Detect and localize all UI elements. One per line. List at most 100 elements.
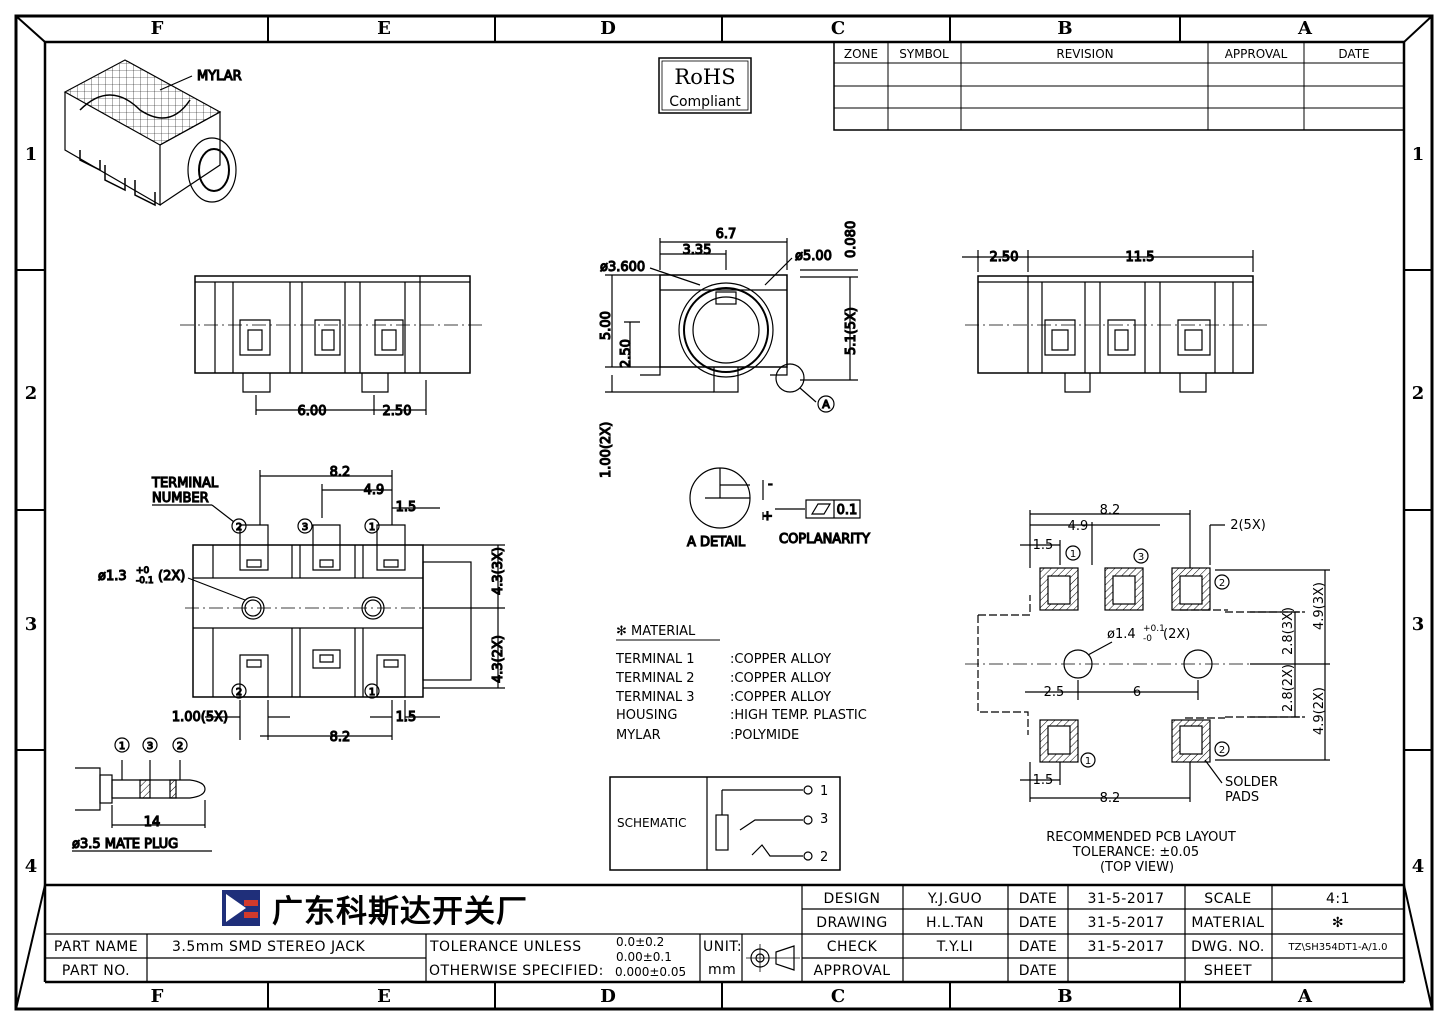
schematic-pin: 2 [820, 850, 828, 865]
date-value: 31-5-2017 [1088, 939, 1165, 955]
dim-text: 2.8(3X) [1281, 607, 1296, 655]
zone-number: 3 [25, 614, 38, 635]
pcb-tolerance: TOLERANCE: ±0.05 [1072, 845, 1199, 860]
part-name-label: PART NAME [54, 939, 138, 955]
dim-text: 4.9 [1068, 519, 1089, 534]
dim-text: -0.1 [136, 576, 154, 586]
pcb-view: (TOP VIEW) [1100, 860, 1174, 875]
date-label: DATE [1019, 963, 1057, 979]
date-value: 31-5-2017 [1088, 891, 1165, 907]
date-label: DATE [1019, 939, 1057, 955]
zone-letter: F [151, 986, 164, 1007]
material-part: HOUSING [616, 708, 677, 723]
schematic-pin: 3 [820, 812, 828, 827]
dim-text: 6.7 [716, 227, 737, 242]
material-value: :HIGH TEMP. PLASTIC [730, 708, 867, 723]
terminal-callout: 3 [302, 522, 308, 533]
terminal-number-label: TERMINAL [151, 476, 219, 491]
part-no-label: PART NO. [62, 963, 130, 979]
dim-text: ø3.600 [600, 260, 645, 275]
pad-callout: 1 [1070, 549, 1076, 560]
tolerance-value: 0.000±0.05 [615, 965, 686, 979]
terminal-number-label: NUMBER [152, 491, 209, 506]
meta-value: 4:1 [1326, 891, 1350, 907]
dim-text: 4.9 [364, 483, 385, 498]
revision-header: SYMBOL [899, 47, 949, 61]
dim-text: ø5.00 [795, 249, 832, 264]
projection-symbol-icon [746, 944, 800, 972]
zone-number: 2 [1412, 383, 1425, 404]
dim-text: +0.1 [1143, 624, 1165, 634]
dim-text: 1.5 [396, 710, 417, 725]
material-part: TERMINAL 3 [615, 690, 695, 705]
zone-letter: A [1297, 986, 1313, 1007]
dim-text: 8.2 [330, 730, 351, 745]
zone-number: 2 [25, 383, 38, 404]
date-label: DATE [1019, 915, 1057, 931]
terminal-callout: 1 [369, 522, 375, 533]
zone-letter: D [600, 18, 616, 39]
schematic-label: SCHEMATIC [617, 816, 686, 830]
zone-letter: A [1297, 18, 1313, 39]
bottom-view: 8.2 4.9 1.5 ø1.3 +0 -0.1 (2X) 4.3(3X) 4.… [97, 464, 506, 745]
detail-ref-label: A [822, 398, 830, 411]
dim-text: 2(5X) [1230, 518, 1266, 533]
plug-callout: 2 [177, 741, 183, 752]
dim-text: 8.2 [1100, 791, 1121, 806]
zone-letter: B [1057, 18, 1072, 39]
coplanarity-value: 0.1 [837, 503, 858, 518]
role-label: DRAWING [816, 915, 888, 931]
company-logo [222, 890, 260, 926]
zone-number: 1 [25, 144, 38, 165]
material-value: :COPPER ALLOY [730, 671, 831, 686]
zone-letter: E [377, 986, 391, 1007]
mate-plug-label: ø3.5 MATE PLUG [72, 837, 178, 852]
a-detail: - + A DETAIL 0.1 COPLANARITY [686, 467, 871, 551]
dim-text: 4.3(2X) [491, 635, 506, 683]
date-value: 31-5-2017 [1088, 915, 1165, 931]
plus-sign: + [762, 509, 773, 524]
zone-number: 1 [1412, 144, 1425, 165]
material-part: MYLAR [616, 728, 661, 743]
dim-text: 11.5 [1126, 250, 1155, 265]
dim-text: -0 [1143, 634, 1152, 644]
rohs-title: RoHS [674, 65, 735, 89]
role-label: DESIGN [824, 891, 881, 907]
pad-callout: 3 [1138, 552, 1144, 563]
dim-text: 6.00 [298, 404, 327, 419]
terminal-callout: 2 [236, 687, 242, 698]
dim-text: 2.5 [1044, 685, 1065, 700]
meta-value: ✻ [1332, 915, 1344, 931]
dim-text: (2X) [158, 569, 185, 584]
role-name: Y.J.GUO [927, 891, 982, 907]
tolerance-label: OTHERWISE SPECIFIED: [429, 963, 604, 979]
minus-sign: - [768, 477, 773, 492]
title-block: 广东科斯达开关厂 PART NAME 3.5mm SMD STEREO JACK… [45, 883, 1404, 982]
dim-text: 1.5 [1033, 538, 1054, 553]
meta-key: SCALE [1204, 891, 1251, 907]
dim-text: 1.5 [396, 500, 417, 515]
solder-pads-label: SOLDER [1225, 775, 1278, 790]
zone-letters-bottom: F E D C B A [151, 986, 1313, 1007]
rohs-badge: RoHS Compliant [658, 57, 752, 114]
dim-text: 14 [144, 815, 161, 830]
schematic-pin: 1 [820, 784, 828, 799]
dim-text: 5.00 [599, 311, 614, 340]
role-name: T.Y.LI [936, 939, 973, 955]
zone-number: 3 [1412, 614, 1425, 635]
a-detail-label: A DETAIL [687, 535, 746, 550]
pcb-layout: 1 3 2 1 2 8.2 4.9 1.5 2(5X) ø1.4 +0.1 -0… [965, 503, 1330, 875]
zone-letter: C [831, 18, 845, 39]
dim-text: 2.50 [383, 404, 412, 419]
zone-letter: B [1057, 986, 1072, 1007]
side-view-right: 2.50 11.5 [962, 249, 1270, 393]
dim-text: ø1.3 [98, 569, 127, 584]
dim-text: 2.50 [619, 339, 634, 368]
plug-callout: 3 [147, 741, 153, 752]
meta-key: MATERIAL [1191, 915, 1264, 931]
zone-number: 4 [1412, 856, 1425, 877]
zone-letter: F [151, 18, 164, 39]
material-value: :COPPER ALLOY [730, 652, 831, 667]
dim-text: 1.00(5X) [172, 710, 228, 725]
